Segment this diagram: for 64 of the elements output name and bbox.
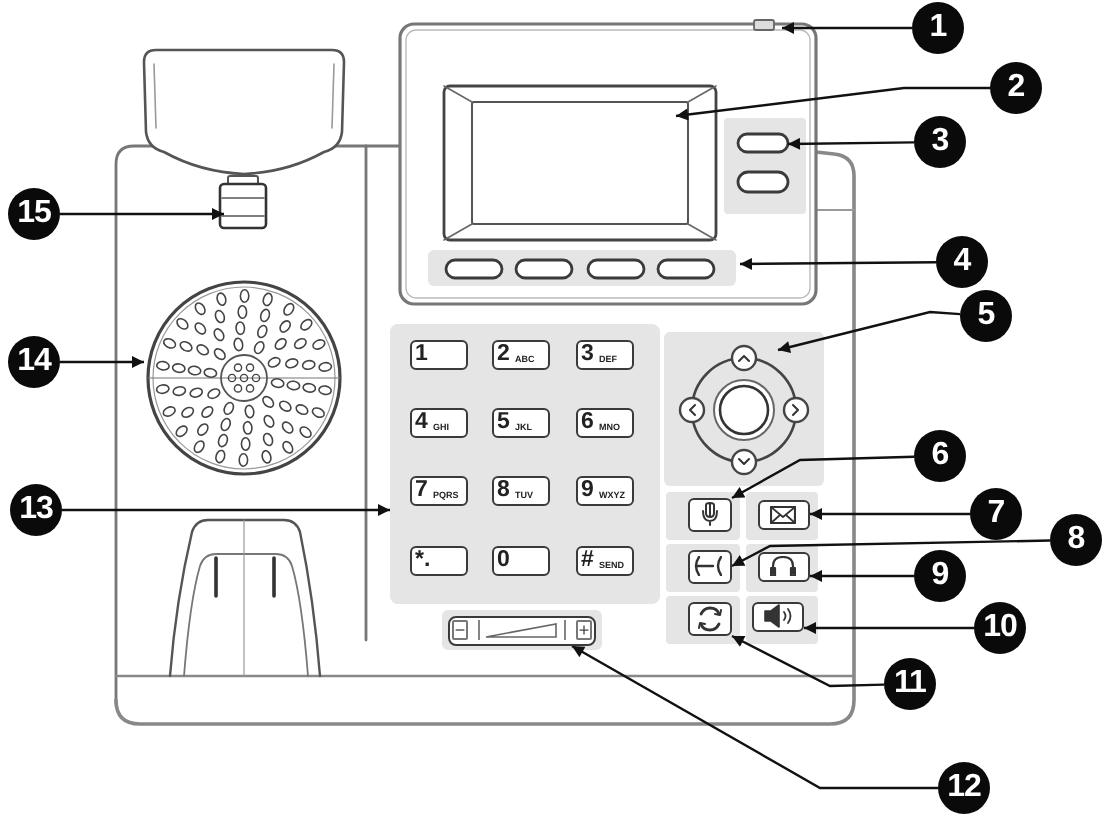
function-key — [758, 552, 810, 582]
function-key — [688, 498, 732, 532]
key-label: 8 — [497, 479, 510, 502]
function-key — [758, 500, 810, 530]
callout-number: 7 — [970, 488, 1022, 540]
leader-line — [571, 644, 938, 790]
leader-line — [60, 356, 144, 368]
dial-key — [410, 476, 468, 506]
leader-line — [782, 22, 912, 34]
leader-line — [731, 539, 1051, 568]
dial-key — [492, 408, 550, 438]
leader-line — [810, 570, 914, 582]
dial-key — [576, 546, 634, 576]
callout-number: 9 — [914, 550, 966, 602]
volume-sign: + — [576, 619, 592, 639]
callout-number: 5 — [960, 290, 1012, 342]
callout-number: 1 — [912, 2, 964, 54]
leader-line — [731, 634, 885, 688]
leader-line — [675, 86, 990, 121]
keypad-panel — [390, 324, 660, 604]
callout-number: 6 — [914, 430, 966, 482]
key-label: 1 — [415, 343, 428, 366]
volume-key — [448, 616, 596, 646]
volume-sign: − — [452, 619, 468, 639]
leader-line — [804, 622, 974, 634]
leader-line — [777, 310, 961, 353]
callout-number: 2 — [990, 62, 1042, 114]
key-label: 9 — [581, 479, 594, 502]
callout-number: 13 — [10, 484, 62, 536]
callout-number: 14 — [8, 336, 60, 388]
function-key — [688, 602, 732, 636]
leader-line — [788, 137, 914, 150]
callout-number: 10 — [974, 602, 1026, 654]
key-label: 3 — [581, 343, 594, 366]
dial-key — [492, 546, 550, 576]
dial-key — [492, 340, 550, 370]
key-label: 5 — [497, 411, 510, 434]
key-label: # — [581, 549, 594, 572]
dial-key — [576, 340, 634, 370]
key-label: 0 — [497, 549, 510, 572]
leader-line — [810, 508, 970, 520]
key-label: 6 — [581, 411, 594, 434]
callout-number: 11 — [884, 658, 936, 710]
callout-number: 4 — [936, 236, 988, 288]
leader-line — [62, 504, 390, 516]
callout-number: 12 — [938, 762, 990, 814]
callout-number: 3 — [914, 116, 966, 168]
key-label: *. — [415, 549, 431, 572]
dial-key — [576, 476, 634, 506]
key-label: 7 — [415, 479, 428, 502]
callout-number: 8 — [1050, 514, 1102, 566]
dial-key — [410, 340, 468, 370]
callout-number: 15 — [8, 188, 60, 240]
dial-key — [576, 408, 634, 438]
leader-line — [740, 257, 936, 270]
key-label: 4 — [415, 411, 428, 434]
function-key — [752, 602, 804, 632]
dial-key — [410, 546, 468, 576]
dial-key — [410, 408, 468, 438]
key-label: 2 — [497, 343, 510, 366]
leader-line — [60, 208, 224, 220]
leader-line — [731, 455, 915, 500]
function-key — [688, 550, 732, 584]
dial-key — [492, 476, 550, 506]
